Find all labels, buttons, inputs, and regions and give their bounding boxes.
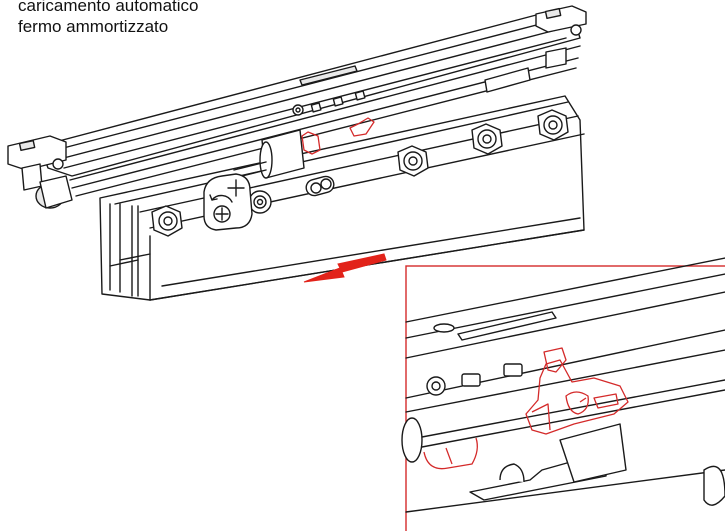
roller-4 [471,123,503,155]
hanging-profile [99,95,585,301]
sliding-rail [7,5,587,209]
detail-drawing [401,257,725,513]
adjuster [305,175,335,197]
caption: caricamento automatico fermo ammortizzat… [18,0,198,37]
roller-2 [248,190,272,214]
rollers [151,109,569,237]
roller-1 [151,205,183,237]
adjustment-bracket [203,173,253,231]
detail-inset [401,257,725,531]
arrow-left-down-icon [303,253,387,283]
highlight-main [301,117,375,155]
detail-highlight [423,347,629,470]
plus-screw-icon [227,179,245,197]
caption-line-2: fermo ammortizzato [18,17,169,36]
roller-5 [537,109,569,141]
roller-3 [397,145,429,177]
rotate-ccw-icon [209,194,233,223]
caption-line-1: caricamento automatico [18,0,199,15]
